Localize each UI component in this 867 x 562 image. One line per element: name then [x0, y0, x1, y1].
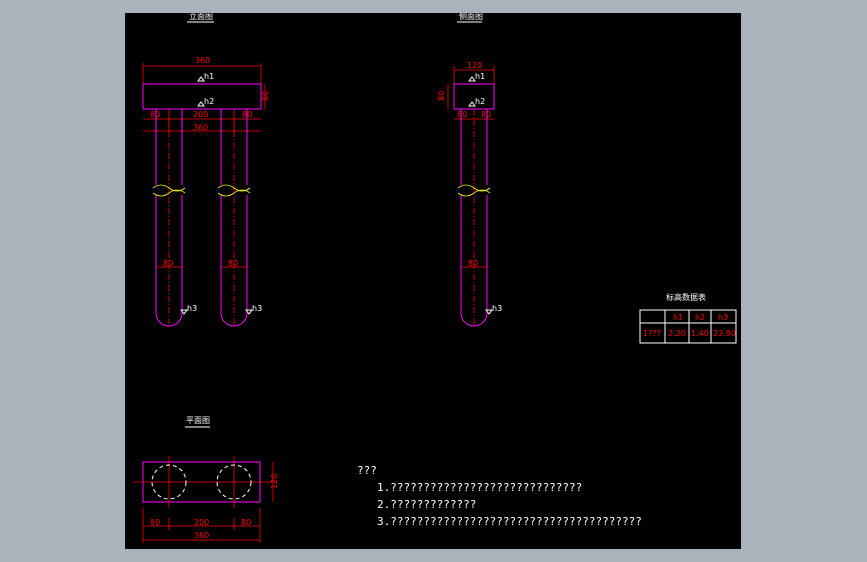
side-view-title: 侧面图	[459, 13, 483, 21]
notes-line-1: 1.?????????????????????????????	[377, 481, 583, 494]
plan-dim-text-total: 360	[194, 531, 209, 540]
cap-beam	[142, 83, 262, 110]
plan-pile-left	[151, 464, 187, 500]
notes-line-3: 3.??????????????????????????????????????	[377, 515, 642, 528]
side-label-h3: h3	[492, 304, 502, 313]
front-view-title: 立面图	[189, 13, 213, 21]
elevation-marker-h3-right	[245, 309, 253, 315]
label-h1: h1	[204, 72, 214, 81]
plan-pile-right	[216, 464, 252, 500]
dim-text-total: 360	[193, 123, 208, 132]
elevation-marker-h1	[197, 76, 205, 82]
side-elevation-marker-h3	[485, 309, 493, 315]
break-symbol-left	[152, 184, 186, 197]
table-header-h1: h1	[673, 313, 683, 322]
label-h2: h2	[204, 97, 214, 106]
side-elevation-marker-h2	[468, 101, 476, 107]
table-cell-h1: 2.20	[668, 329, 686, 338]
plan-view: 平面图 120 80 200 80 360	[133, 416, 279, 543]
table-header-h3: h3	[718, 313, 728, 322]
dim-text-mid: 200	[193, 110, 208, 119]
dim-text-beam-h: 80	[261, 91, 270, 101]
pile-right-dia: 80	[228, 259, 238, 268]
dim-text-top: 360	[195, 56, 210, 65]
side-label-h2: h2	[475, 97, 485, 106]
side-pile-dia: 80	[468, 259, 478, 268]
side-view: 侧面图 120 80 h1 h2 80 80	[437, 13, 502, 328]
table-cell-h2: 1.40	[691, 329, 709, 338]
side-dim-text-left: 80	[457, 110, 467, 119]
break-symbol-right	[217, 184, 251, 197]
table-cell-label: 1???	[643, 329, 661, 338]
side-dim-text-beam-h: 80	[437, 91, 446, 101]
plan-dim-text-mid: 200	[194, 518, 209, 527]
plan-dim-text-left: 80	[150, 518, 160, 527]
notes-line-2: 2.?????????????	[377, 498, 477, 511]
table-title: 标高数据表	[666, 292, 706, 302]
elevation-table: 标高数据表 h1 h2 h3 1??? 2.20 1.40 23.90	[639, 292, 737, 344]
plan-dim-text-right: 80	[241, 518, 251, 527]
table-cell-h3: 23.90	[713, 329, 736, 338]
drawing-sheet: .mag { stroke:#ff00ff; fill:none; stroke…	[125, 13, 741, 549]
plan-view-title: 平面图	[186, 416, 210, 425]
side-elevation-marker-h1	[468, 76, 476, 82]
table-frame	[639, 309, 737, 344]
plan-dim-text-width: 120	[270, 474, 279, 489]
pile-left-dia: 80	[163, 259, 173, 268]
pile-right: 80 h3	[217, 109, 262, 328]
side-break-symbol	[457, 184, 491, 197]
side-label-h1: h1	[475, 72, 485, 81]
table-header-h2: h2	[695, 313, 705, 322]
dim-text-left: 80	[150, 110, 160, 119]
front-view: 立面图 360 80 h1 h2 80 200	[142, 13, 270, 328]
side-dim-text-top: 120	[467, 61, 482, 70]
elevation-marker-h3-left	[180, 309, 188, 315]
side-pile: 80 h3	[457, 109, 502, 328]
label-h3-right: h3	[252, 304, 262, 313]
drawing-canvas: .mag { stroke:#ff00ff; fill:none; stroke…	[133, 13, 737, 543]
elevation-marker-h2	[197, 101, 205, 107]
side-dim-text-right: 80	[481, 110, 491, 119]
pile-left: 80 h3	[152, 109, 197, 328]
label-h3-left: h3	[187, 304, 197, 313]
notes-heading: ???	[357, 464, 377, 477]
